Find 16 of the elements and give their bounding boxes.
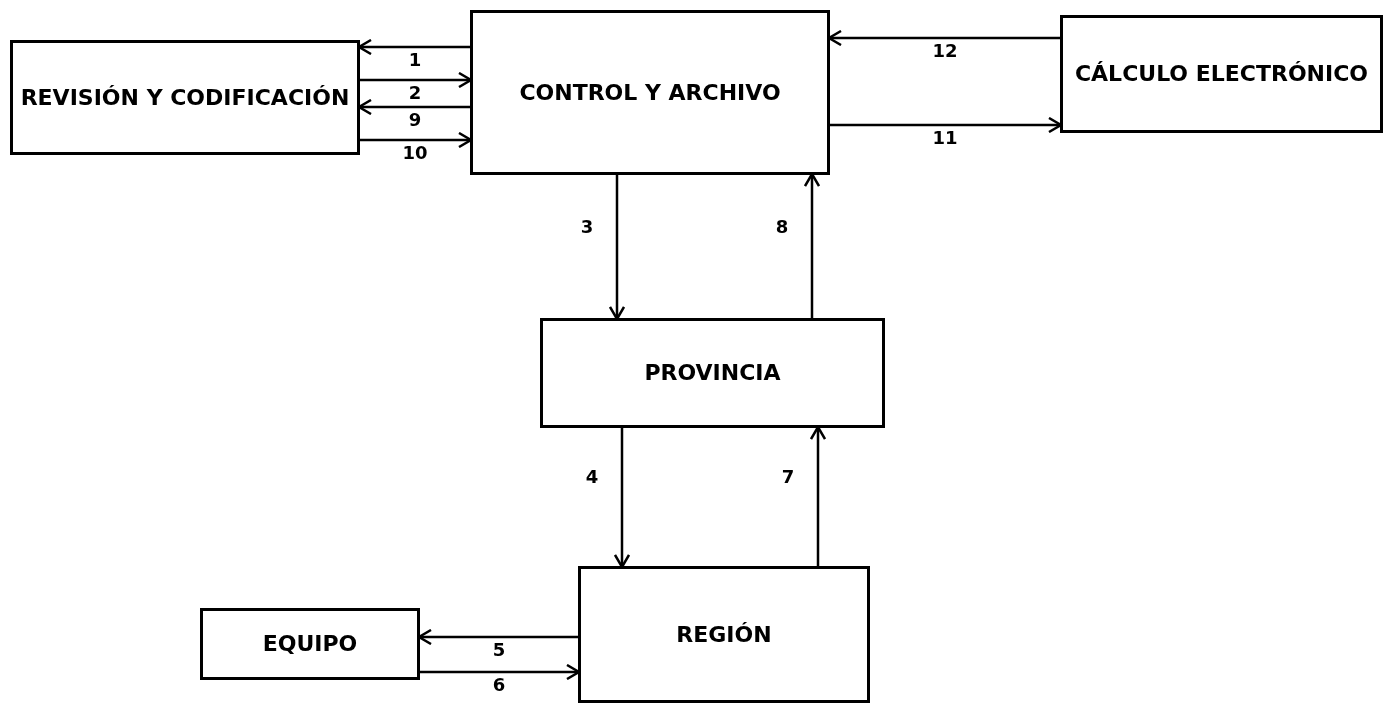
box-label: REVISIÓN Y CODIFICACIÓN xyxy=(20,84,350,111)
edge-label: 8 xyxy=(773,217,791,236)
box-label: CONTROL Y ARCHIVO xyxy=(519,79,781,106)
edge-label: 6 xyxy=(490,676,508,694)
process-box xyxy=(578,566,870,703)
box-label: PROVINCIA xyxy=(644,360,781,386)
process-box xyxy=(200,608,420,680)
edge-label: 9 xyxy=(406,111,424,129)
box-label: CÁLCULO ELECTRÓNICO xyxy=(1074,61,1369,87)
edge-label: 4 xyxy=(583,468,601,486)
process-box xyxy=(540,318,885,428)
box-label: REGIÓN xyxy=(676,621,772,648)
process-box xyxy=(470,10,830,175)
process-box xyxy=(10,40,360,155)
box-label: EQUIPO xyxy=(262,631,358,657)
process-box xyxy=(1060,15,1383,133)
